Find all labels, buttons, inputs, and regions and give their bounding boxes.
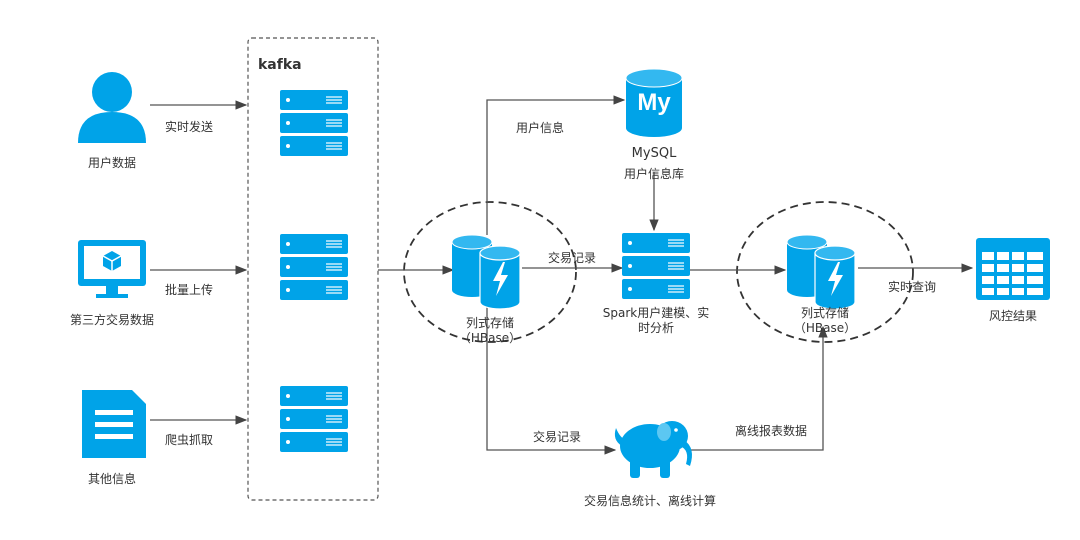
hbase-left-label-line2: （HBase） <box>458 331 522 345</box>
hbase-right-label-line1: 列式存储 <box>800 306 849 320</box>
edge-label-batch-upload: 批量上传 <box>165 283 214 297</box>
spark-label-line2: 时分析 <box>637 321 674 335</box>
source-label-other-info: 其他信息 <box>87 472 136 486</box>
hadoop-elephant-icon <box>614 421 692 478</box>
source-label-third-party-trade: 第三方交易数据 <box>69 313 154 327</box>
mysql-name: MySQL <box>631 146 677 161</box>
arrow-hadoop-to-hbase-right <box>690 325 828 451</box>
edge-label-trade-record-bottom: 交易记录 <box>533 430 582 444</box>
edge-label-offline-report: 离线报表数据 <box>735 424 808 438</box>
hbase-left-label-line1: 列式存储 <box>465 316 514 330</box>
source-label-user-data: 用户数据 <box>87 156 136 170</box>
edge-label-trade-record-top: 交易记录 <box>548 251 597 265</box>
user-icon <box>78 72 146 143</box>
edge-label-user-info: 用户信息 <box>516 121 565 135</box>
hbase-left-database-icon <box>451 234 521 310</box>
kafka-title: kafka <box>258 57 302 73</box>
spark-label-line1: Spark用户建模、实 <box>602 306 710 320</box>
kafka-server-stack-3 <box>280 386 348 452</box>
table-grid-icon <box>976 238 1050 300</box>
kafka-server-stack-1 <box>280 90 348 156</box>
mysql-database-icon <box>625 68 683 137</box>
hadoop-label: 交易信息统计、离线计算 <box>583 494 716 508</box>
result-label: 风控结果 <box>988 309 1037 323</box>
monitor-icon <box>78 240 146 298</box>
hbase-right-label-line2: （HBase） <box>793 321 857 335</box>
hbase-right-database-icon <box>786 234 856 310</box>
edge-label-realtime-query: 实时查询 <box>888 280 937 294</box>
hbase-right-ellipse <box>736 201 914 343</box>
edge-label-realtime-send: 实时发送 <box>165 120 214 134</box>
hbase-left-ellipse <box>403 201 577 343</box>
document-icon <box>82 390 146 458</box>
spark-server-icon <box>622 233 690 299</box>
mysql-glyph: My <box>637 89 671 116</box>
edge-label-crawler: 爬虫抓取 <box>165 433 214 447</box>
mysql-desc: 用户信息库 <box>623 167 684 181</box>
kafka-server-stack-2 <box>280 234 348 300</box>
arrow-hbase-to-hadoop <box>486 303 617 455</box>
arrow-hbase-to-mysql <box>486 95 626 235</box>
